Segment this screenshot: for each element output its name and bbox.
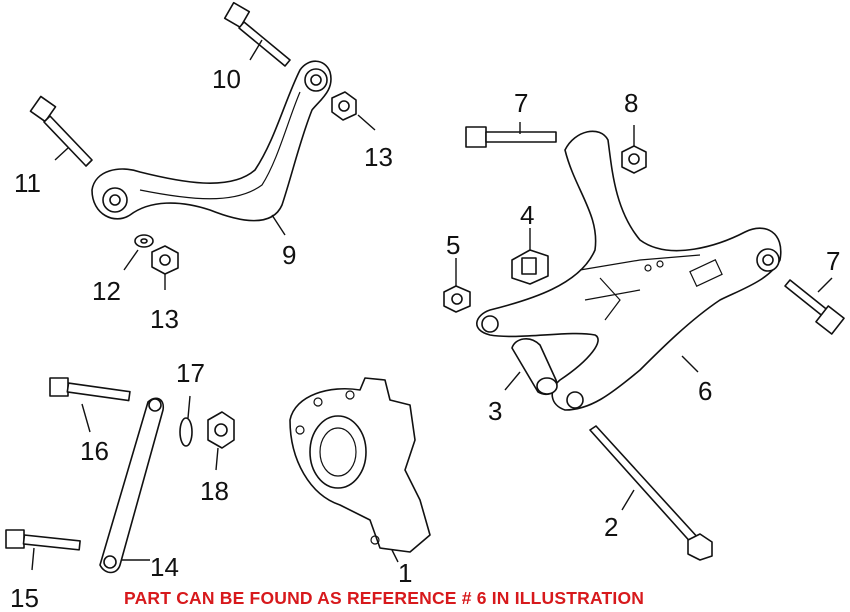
bolt-11 xyxy=(29,95,93,167)
callout-11: 11 xyxy=(14,168,41,198)
nut-13-lower xyxy=(151,245,179,275)
washer-12-hole xyxy=(140,238,148,244)
callout-13-lower: 13 xyxy=(150,304,179,334)
callout-8: 8 xyxy=(624,88,638,118)
callout-16: 16 xyxy=(80,436,109,466)
callout-12: 12 xyxy=(92,276,121,306)
reference-caption: PART CAN BE FOUND AS REFERENCE # 6 IN IL… xyxy=(124,588,645,608)
callout-17: 17 xyxy=(176,358,205,388)
callout-13-upper: 13 xyxy=(364,142,393,172)
nut-5 xyxy=(443,285,471,313)
callout-3: 3 xyxy=(488,396,502,426)
bolt-16 xyxy=(49,377,131,402)
callout-6: 6 xyxy=(698,376,712,406)
leader-lines xyxy=(31,39,833,571)
bushing-3 xyxy=(511,338,558,396)
callout-18: 18 xyxy=(200,476,229,506)
callout-2: 2 xyxy=(604,512,618,542)
bolt-10 xyxy=(223,1,291,67)
callout-4: 4 xyxy=(520,200,534,230)
bolt-2 xyxy=(589,425,713,561)
bushing-4 xyxy=(511,249,549,285)
callout-15: 15 xyxy=(10,583,39,612)
callout-7-upper: 7 xyxy=(514,88,528,118)
bolt-7-right xyxy=(784,279,845,335)
callout-9: 9 xyxy=(282,240,296,270)
callout-5: 5 xyxy=(446,230,460,260)
washer-17 xyxy=(179,417,193,447)
bolt-15 xyxy=(5,529,81,551)
callout-7-right: 7 xyxy=(826,246,840,276)
callout-1: 1 xyxy=(398,558,412,588)
knuckle-1 xyxy=(289,377,431,553)
lower-control-arm xyxy=(476,130,782,411)
upper-control-arm xyxy=(91,60,332,222)
bolt-7-upper xyxy=(465,126,557,148)
nut-18 xyxy=(207,411,235,449)
nut-13-upper xyxy=(331,91,357,121)
nut-8 xyxy=(621,145,647,174)
callout-14: 14 xyxy=(150,552,179,582)
link-14 xyxy=(99,397,165,574)
callout-10: 10 xyxy=(212,64,241,94)
